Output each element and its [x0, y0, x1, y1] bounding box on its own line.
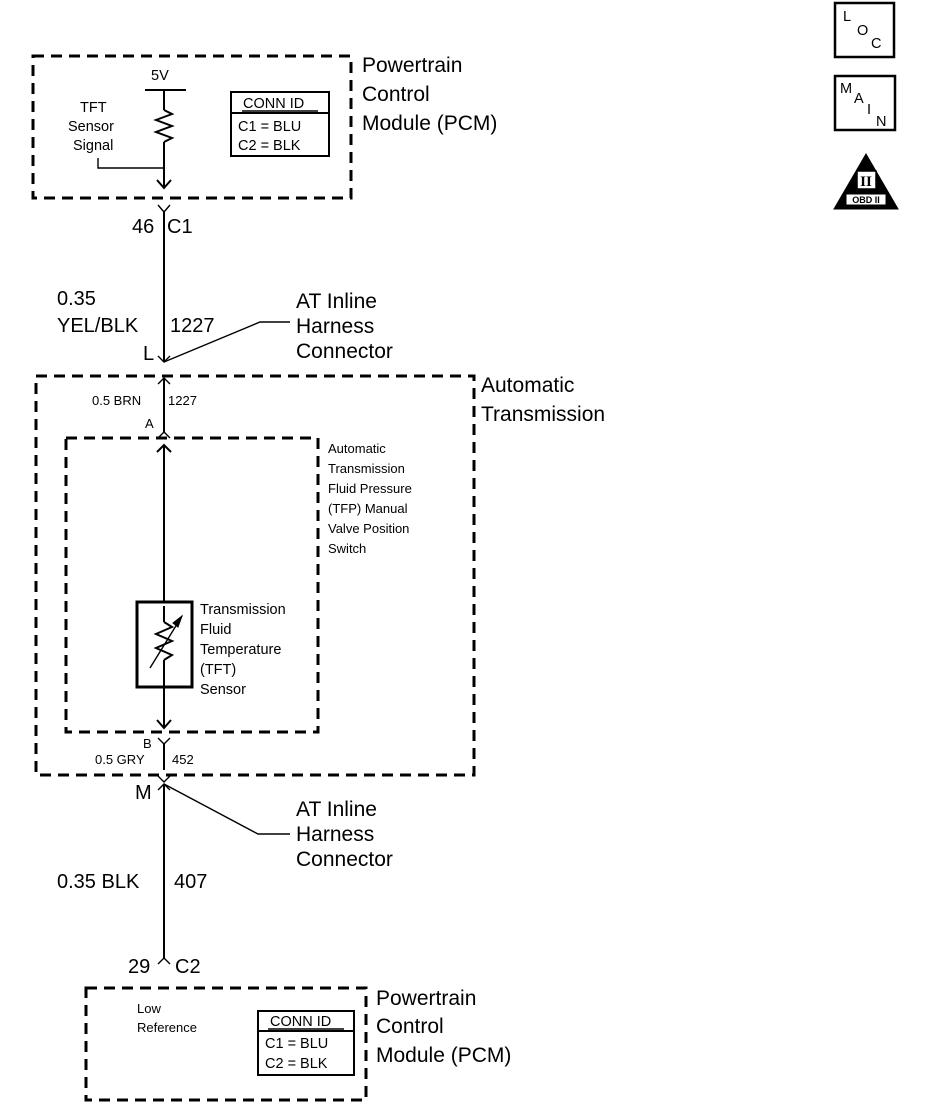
pin-46-number: 46	[132, 216, 154, 238]
wire-407-label: 0.35 BLK	[57, 871, 140, 893]
signal-leader	[97, 158, 164, 169]
conn-id-c2: C2 = BLK	[238, 138, 301, 154]
pin-46-connector: C1	[167, 216, 193, 238]
low-reference-label-2: Reference	[137, 1020, 197, 1035]
pcm-top-title-3: Module (PCM)	[362, 112, 497, 135]
pin-29-connector: C2	[175, 956, 201, 978]
wire-452-label: 0.5 GRY	[95, 752, 145, 767]
inline-connector-1-leader	[163, 321, 290, 363]
pullup-resistor	[153, 109, 175, 143]
svg-text:I: I	[867, 102, 871, 118]
wire-407-circuit: 407	[174, 871, 207, 893]
wire-1227-internal-circuit: 1227	[168, 393, 197, 408]
wire-1227-color: YEL/BLK	[57, 315, 139, 337]
conn-id-c1: C1 = BLU	[238, 119, 301, 135]
arrow	[156, 719, 172, 730]
pcm-top-title-1: Powertrain	[362, 54, 462, 77]
tfp-switch-label-6: Switch	[328, 541, 366, 556]
svg-text:C: C	[871, 36, 881, 52]
conn-id-header: CONN ID	[270, 1014, 331, 1030]
arrow	[156, 179, 172, 190]
connector-symbol	[157, 775, 171, 783]
inline-connector-2-line-1: AT Inline	[296, 798, 377, 821]
pin-a: A	[145, 416, 154, 431]
low-reference-label-1: Low	[137, 1001, 161, 1016]
pcm-bottom-title-2: Control	[376, 1015, 444, 1038]
thermistor-symbol	[153, 621, 175, 661]
connector-symbol	[157, 204, 171, 214]
tft-sensor: Transmission Fluid Temperature (TFT) Sen…	[135, 600, 286, 698]
tft-signal-label-3: Signal	[73, 138, 113, 154]
svg-text:N: N	[876, 114, 886, 130]
inline-connector-2-line-2: Harness	[296, 823, 374, 846]
connector-symbol	[157, 957, 171, 965]
conn-id-c2: C2 = BLK	[265, 1056, 328, 1072]
inline-pin-m: M	[135, 782, 152, 804]
tfp-switch-label-3: Fluid Pressure	[328, 481, 412, 496]
svg-text:OBD II: OBD II	[852, 195, 880, 205]
automatic-transmission-title-1: Automatic	[481, 374, 574, 397]
conn-id-c1: C1 = BLU	[265, 1036, 328, 1052]
tft-sensor-label-5: Sensor	[200, 682, 246, 698]
automatic-transmission: Automatic Transmission 0.5 BRN 1227 A Au…	[34, 374, 605, 777]
pcm-bottom-title-1: Powertrain	[376, 987, 476, 1010]
conn-id-table-bottom: CONN ID C1 = BLU C2 = BLK	[257, 1010, 355, 1076]
variable-arrowhead	[172, 614, 184, 628]
wire-1227-size: 0.35	[57, 288, 96, 310]
tft-signal-label-2: Sensor	[68, 119, 114, 135]
svg-text:A: A	[854, 91, 864, 107]
main-icon[interactable]: M A I N	[833, 74, 897, 132]
voltage-label: 5V	[151, 68, 169, 84]
tfp-switch: Automatic Transmission Fluid Pressure (T…	[64, 436, 412, 734]
inline-connector-1-line-1: AT Inline	[296, 290, 377, 313]
tft-sensor-label-2: Fluid	[200, 622, 231, 638]
tft-sensor-label-3: Temperature	[200, 642, 281, 658]
tft-signal-label-1: TFT	[80, 100, 107, 116]
pcm-top-title-2: Control	[362, 83, 430, 106]
pcm-bottom-title-3: Module (PCM)	[376, 1044, 511, 1067]
inline-pin-l: L	[143, 343, 154, 365]
wire-452-circuit: 452	[172, 752, 194, 767]
inline-connector-2-leader	[163, 783, 290, 835]
automatic-transmission-title-2: Transmission	[481, 403, 605, 426]
svg-text:M: M	[840, 81, 852, 97]
wire-1227-internal-label: 0.5 BRN	[92, 393, 141, 408]
obd-ii-icon[interactable]: II OBD II	[833, 153, 899, 210]
inline-connector-1-line-3: Connector	[296, 340, 393, 363]
tfp-switch-label-2: Transmission	[328, 461, 405, 476]
tfp-switch-label-4: (TFP) Manual	[328, 501, 408, 516]
wire-1227-circuit: 1227	[170, 315, 215, 337]
loc-icon[interactable]: L O C	[833, 1, 896, 59]
inline-connector-2-line-3: Connector	[296, 848, 393, 871]
conn-id-header: CONN ID	[243, 96, 304, 112]
svg-text:II: II	[860, 174, 872, 190]
connector-symbol	[157, 431, 171, 439]
tft-sensor-label-1: Transmission	[200, 602, 286, 618]
svg-text:O: O	[857, 23, 868, 39]
automatic-transmission-boundary	[34, 374, 476, 777]
pcm-top: Powertrain Control Module (PCM) 5V TFT S…	[31, 54, 497, 200]
conn-id-table-top: CONN ID C1 = BLU C2 = BLK	[230, 91, 330, 157]
tfp-switch-label-5: Valve Position	[328, 521, 409, 536]
inline-connector-1-line-2: Harness	[296, 315, 374, 338]
pcm-top-boundary	[31, 54, 353, 200]
tft-sensor-label-4: (TFT)	[200, 662, 236, 678]
pcm-bottom: Powertrain Control Module (PCM) Low Refe…	[84, 986, 511, 1102]
pcm-bottom-boundary	[84, 986, 368, 1102]
pin-b: B	[143, 736, 152, 751]
svg-text:L: L	[843, 9, 851, 25]
tfp-switch-boundary	[64, 436, 320, 734]
pin-29-number: 29	[128, 956, 150, 978]
connector-symbol	[157, 737, 171, 745]
tfp-switch-label-1: Automatic	[328, 441, 386, 456]
